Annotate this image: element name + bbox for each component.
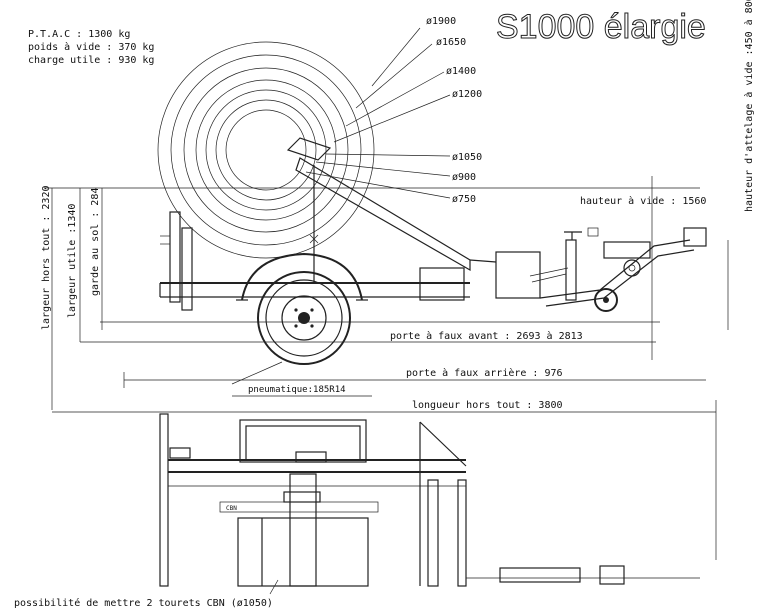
diameter-leaders: [305, 27, 451, 199]
dimension-labels: hauteur d'attelage à vide :450 à 800 hau…: [41, 0, 755, 411]
footnote: possibilité de mettre 2 tourets CBN (ø10…: [14, 597, 273, 609]
reel-circle-1400: [183, 67, 349, 233]
reel-circle-1900: [157, 41, 375, 259]
label-d1050: ø1050: [452, 152, 482, 163]
reel-circles: [157, 41, 375, 259]
coupling-plate: [603, 241, 651, 259]
wheel-hub: [298, 312, 310, 324]
label-d900: ø900: [452, 172, 476, 183]
top-left-stand: [159, 413, 169, 587]
label-cbn: CBN: [226, 505, 237, 512]
jockey-wheel: [594, 288, 618, 312]
drawbar: [539, 239, 691, 299]
label-hauteur-vide: hauteur à vide : 1560: [580, 195, 706, 207]
label-porte-faux-arriere: porte à faux arrière : 976: [406, 367, 563, 379]
top-center-shaft: [289, 473, 317, 587]
trailer-side-view: [159, 137, 707, 365]
label-largeur-utile: largeur utile :1340: [67, 204, 78, 318]
wheel-rim: [281, 295, 327, 341]
label-d1650: ø1650: [436, 37, 466, 48]
spec-ptac: P.T.A.C : 1300 kg: [28, 29, 130, 40]
vertical-dimensions: [44, 176, 729, 410]
front-box: [419, 267, 465, 301]
label-d1400: ø1400: [446, 66, 476, 77]
label-d1900: ø1900: [426, 16, 456, 27]
reel-arm: [295, 157, 471, 272]
trailer-top-view: CBN: [159, 413, 700, 595]
fender: [241, 252, 363, 301]
label-d750: ø750: [452, 194, 476, 205]
spec-charge-utile: charge utile : 930 kg: [28, 55, 154, 66]
jack-post: [565, 239, 577, 301]
label-pneumatique: pneumatique:185R14: [248, 385, 346, 395]
reel-circle-900: [215, 99, 317, 201]
reel-circle-750: [225, 109, 307, 191]
wheel-tire: [257, 271, 351, 365]
label-largeur-hors-tout: largeur hors tout : 2320: [41, 186, 52, 331]
horizontal-dimensions: [52, 321, 717, 560]
coupling-head: [683, 227, 707, 247]
label-porte-faux-avant: porte à faux avant : 2693 à 2813: [390, 330, 583, 342]
label-hauteur-attelage: hauteur d'attelage à vide :450 à 800: [743, 0, 755, 212]
spec-poids-vide: poids à vide : 370 kg: [28, 41, 154, 53]
diameter-labels: ø1900 ø1650 ø1400 ø1200 ø1050 ø900 ø750: [426, 16, 482, 205]
top-reel-box: [237, 517, 369, 587]
reel-arm-head: [286, 137, 332, 161]
label-longueur-hors-tout: longueur hors tout : 3800: [412, 400, 563, 411]
winch-housing: [495, 251, 541, 299]
top-drawbar: [499, 567, 581, 583]
reel-circle-1650: [170, 54, 362, 246]
spec-block: P.T.A.C : 1300 kg poids à vide : 370 kg …: [28, 29, 154, 66]
label-d1200: ø1200: [452, 89, 482, 100]
label-garde-sol: garde au sol : 284: [90, 188, 101, 296]
top-coupling: [599, 565, 625, 585]
reel-circle-1200: [195, 79, 337, 221]
rear-stand: [169, 211, 181, 303]
drawing-title: S1000 élargie: [496, 8, 706, 46]
reel-circle-1050: [205, 89, 327, 211]
